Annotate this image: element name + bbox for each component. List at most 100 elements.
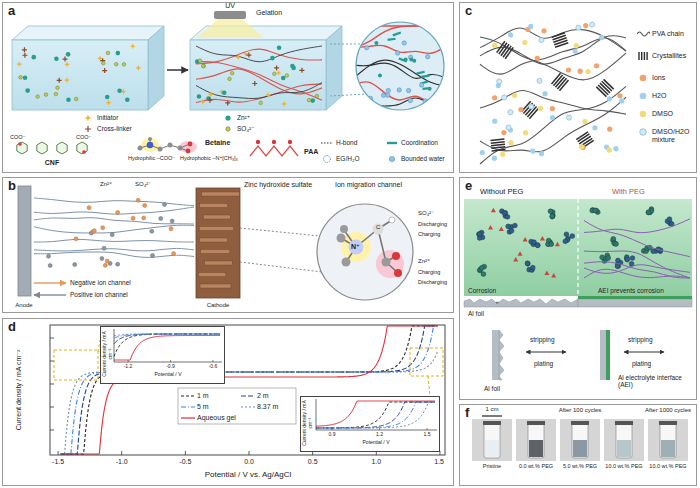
- photo-panel: f: [459, 404, 697, 486]
- betaine-molecule-part: [188, 142, 193, 147]
- part-label: CNF: [45, 159, 59, 167]
- axis-title: Potential / V: [155, 372, 182, 378]
- vial-photo-part: [617, 440, 631, 457]
- axis-title: Potential / V: [363, 440, 390, 446]
- particle: [419, 83, 423, 87]
- tick-label: -0.6: [209, 364, 218, 370]
- corroded-al-foil: [464, 299, 578, 307]
- legend-item: 8.37 m: [257, 403, 278, 411]
- particle: [87, 206, 91, 210]
- crystallite-part: [490, 139, 504, 140]
- particle: [163, 202, 167, 206]
- particle: [646, 210, 651, 215]
- legend-text: H-bond: [336, 139, 357, 146]
- particle: [151, 253, 155, 257]
- betaine-molecule: [138, 137, 198, 153]
- particle: [523, 130, 528, 135]
- vial-photo-part: [485, 440, 499, 457]
- legend-text: Bounded water: [401, 155, 445, 162]
- coordination-bond: [388, 39, 396, 40]
- tick-label: 1.5: [424, 432, 431, 438]
- electrolyte-gel: [464, 199, 692, 296]
- particle: [508, 140, 513, 145]
- particle: [497, 79, 502, 84]
- paa-chain-part: [272, 140, 276, 144]
- particle: [270, 56, 275, 61]
- inset-axis: [114, 362, 222, 363]
- particle: [509, 228, 514, 233]
- flake: [202, 192, 240, 196]
- particle: [117, 88, 122, 93]
- particle: [105, 95, 110, 100]
- particle: [539, 37, 544, 42]
- part-label: Al foil: [484, 385, 500, 392]
- cross-linker-symbol: [299, 68, 304, 73]
- particle: [19, 76, 23, 80]
- particle: [506, 224, 511, 229]
- panel-f-artwork: [472, 416, 688, 461]
- particle: [412, 59, 416, 63]
- particle: [522, 40, 527, 45]
- particle: [570, 234, 575, 239]
- zoom-line: [330, 94, 366, 96]
- particle: [541, 28, 546, 33]
- particle: [574, 43, 579, 48]
- particle: [44, 93, 48, 97]
- particle: [492, 95, 497, 100]
- particle: [378, 74, 382, 78]
- panel-letter: b: [8, 179, 16, 194]
- particle: [646, 210, 651, 215]
- betaine-channel-detail-part: [382, 258, 391, 267]
- panel-c-artwork: [480, 22, 626, 164]
- rough-deposit: [499, 330, 504, 380]
- particle: [25, 88, 30, 93]
- particle: [23, 75, 28, 80]
- particle: [310, 98, 315, 103]
- inset-plot: Current density / mA cm⁻²0.91.21.5Potent…: [300, 396, 440, 452]
- part-label: C: [376, 224, 380, 231]
- particle: [599, 35, 604, 40]
- particle: [197, 94, 202, 99]
- particle: [198, 59, 202, 63]
- particle: [481, 272, 486, 277]
- tick-label: -1.5: [52, 458, 64, 466]
- vial-photo-part: [604, 419, 644, 461]
- legend-sample: [636, 51, 650, 61]
- crystallite-part: [596, 87, 606, 97]
- polymer-chain: [34, 248, 194, 250]
- cross-linker-symbol: [225, 100, 230, 105]
- part-label: COO⁻: [10, 134, 25, 140]
- lsv-curve: [61, 326, 438, 454]
- particle: [114, 62, 118, 66]
- axis-ticks-part: [50, 361, 54, 362]
- anion-symbol: [518, 251, 523, 256]
- particle: [74, 237, 78, 241]
- particle: [66, 52, 71, 57]
- polymer-chain: [34, 252, 194, 257]
- legend-item: Cross-linker: [97, 125, 132, 132]
- polymer-chain: [480, 97, 626, 152]
- anion-symbol: [555, 242, 560, 247]
- part-label: Cathode: [207, 302, 230, 309]
- tick-label: 1.2: [376, 432, 383, 438]
- anion-symbol: [551, 273, 556, 278]
- cross-linker-symbol: [62, 57, 67, 62]
- particle: [73, 263, 77, 267]
- particle: [397, 88, 401, 92]
- particle: [428, 87, 432, 91]
- hydrogel-slab-before: [12, 26, 164, 110]
- paa-chain-part: [250, 146, 298, 156]
- legend-sample: [320, 154, 334, 164]
- particle: [502, 95, 507, 100]
- initiator-symbol: [16, 61, 22, 67]
- flake: [200, 250, 229, 254]
- zoom-line: [240, 228, 320, 236]
- crystallite: [552, 73, 569, 90]
- particle: [110, 233, 114, 237]
- part-label: Discharging: [418, 221, 447, 227]
- polymer-chain: [480, 86, 626, 164]
- part-label: Positive ion channel: [70, 291, 128, 298]
- particle: [594, 63, 599, 68]
- particle: [606, 256, 611, 261]
